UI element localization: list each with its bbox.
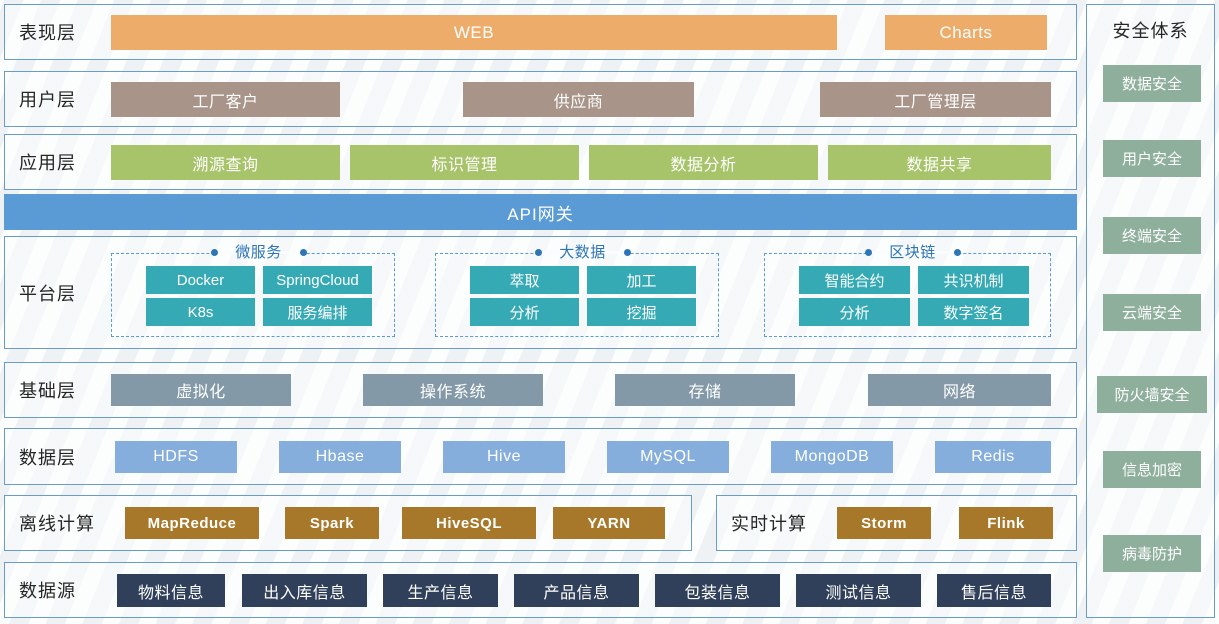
platform-block-digital-signature[interactable]: 数字签名 — [918, 298, 1029, 326]
platform-block-smart-contract[interactable]: 智能合约 — [799, 266, 910, 294]
layer-label-presentation: 表现层 — [19, 23, 76, 43]
block-mysql[interactable]: MySQL — [607, 441, 729, 473]
platform-group-blockchain: 智能合约 共识机制 分析 数字签名 — [764, 253, 1051, 337]
layer-label-data: 数据层 — [19, 447, 76, 468]
offline-compute-blocks: MapReduce Spark HiveSQL YARN — [125, 496, 691, 550]
security-item-user[interactable]: 用户安全 — [1103, 140, 1201, 177]
layer-row-platform: 平台层 Docker SpringCloud K8s 服务编排 微服务 萃取 加… — [4, 236, 1077, 349]
layer-blocks-platform: Docker SpringCloud K8s 服务编排 微服务 萃取 加工 分析… — [111, 237, 1076, 348]
block-storm[interactable]: Storm — [837, 507, 931, 539]
block-product-info[interactable]: 产品信息 — [514, 574, 639, 607]
block-hive[interactable]: Hive — [443, 441, 565, 473]
platform-group-microservices: Docker SpringCloud K8s 服务编排 — [111, 253, 395, 337]
block-warehouse-info[interactable]: 出入库信息 — [242, 574, 367, 607]
security-item-encryption[interactable]: 信息加密 — [1103, 451, 1201, 488]
block-web[interactable]: WEB — [111, 15, 837, 50]
platform-block-service-orchestration[interactable]: 服务编排 — [263, 298, 372, 326]
block-hdfs[interactable]: HDFS — [115, 441, 237, 473]
block-redis[interactable]: Redis — [935, 441, 1051, 473]
platform-group-title-bigdata: 大数据 — [559, 244, 606, 261]
block-charts[interactable]: Charts — [885, 15, 1047, 50]
layer-row-presentation: 表现层 WEB Charts — [4, 4, 1077, 60]
platform-group-title-microservices: 微服务 — [235, 244, 282, 261]
block-flink[interactable]: Flink — [959, 507, 1053, 539]
layer-label-platform: 平台层 — [19, 283, 76, 304]
block-trace-query[interactable]: 溯源查询 — [111, 145, 340, 180]
security-item-cloud[interactable]: 云端安全 — [1103, 294, 1201, 331]
layer-blocks-infrastructure: 虚拟化 操作系统 存储 网络 — [111, 363, 1076, 417]
security-item-terminal[interactable]: 终端安全 — [1103, 217, 1201, 254]
block-virtualization[interactable]: 虚拟化 — [111, 374, 291, 406]
platform-block-consensus[interactable]: 共识机制 — [918, 266, 1029, 294]
api-gateway-bar[interactable]: API网关 — [4, 194, 1077, 230]
platform-group-dot-left-microservices — [211, 249, 218, 256]
block-data-analysis[interactable]: 数据分析 — [589, 145, 818, 180]
block-test-info[interactable]: 测试信息 — [796, 574, 921, 607]
platform-block-k8s[interactable]: K8s — [146, 298, 255, 326]
platform-group-dot-right-bigdata — [624, 249, 631, 256]
platform-block-docker[interactable]: Docker — [146, 266, 255, 294]
block-factory-customer[interactable]: 工厂客户 — [111, 82, 340, 117]
platform-group-dot-right-microservices — [300, 249, 307, 256]
platform-block-mine[interactable]: 挖掘 — [587, 298, 696, 326]
layer-label-infrastructure: 基础层 — [19, 381, 76, 401]
offline-compute-label: 离线计算 — [19, 514, 95, 534]
layer-row-user: 用户层 工厂客户 供应商 工厂管理层 — [4, 71, 1077, 127]
block-hivesql[interactable]: HiveSQL — [402, 507, 536, 539]
security-item-firewall[interactable]: 防火墙安全 — [1097, 376, 1207, 413]
layer-blocks-application: 溯源查询 标识管理 数据分析 数据共享 — [111, 135, 1076, 189]
block-aftersales-info[interactable]: 售后信息 — [937, 574, 1051, 607]
block-identity-management[interactable]: 标识管理 — [350, 145, 579, 180]
block-hbase[interactable]: Hbase — [279, 441, 401, 473]
block-operating-system[interactable]: 操作系统 — [363, 374, 543, 406]
platform-block-blockchain-analyze[interactable]: 分析 — [799, 298, 910, 326]
layer-blocks-data: HDFS Hbase Hive MySQL MongoDB Redis — [111, 429, 1076, 484]
block-factory-management[interactable]: 工厂管理层 — [820, 82, 1051, 117]
platform-group-title-blockchain: 区块链 — [889, 244, 936, 261]
layer-blocks-datasource: 物料信息 出入库信息 生产信息 产品信息 包装信息 测试信息 售后信息 — [111, 563, 1076, 617]
block-material-info[interactable]: 物料信息 — [117, 574, 225, 607]
platform-group-microservices-gap — [214, 251, 303, 254]
platform-group-blockchain-gap — [868, 251, 957, 254]
block-spark[interactable]: Spark — [285, 507, 379, 539]
security-item-antivirus[interactable]: 病毒防护 — [1103, 535, 1201, 572]
block-network[interactable]: 网络 — [868, 374, 1051, 406]
block-data-sharing[interactable]: 数据共享 — [828, 145, 1051, 180]
block-production-info[interactable]: 生产信息 — [383, 574, 498, 607]
realtime-compute-frame: 实时计算 Storm Flink — [716, 495, 1077, 551]
layer-blocks-user: 工厂客户 供应商 工厂管理层 — [111, 72, 1076, 126]
realtime-compute-blocks: Storm Flink — [837, 496, 1076, 550]
block-mapreduce[interactable]: MapReduce — [125, 507, 259, 539]
platform-block-process[interactable]: 加工 — [587, 266, 696, 294]
api-gateway-label: API网关 — [507, 204, 574, 224]
layer-row-datasource: 数据源 物料信息 出入库信息 生产信息 产品信息 包装信息 测试信息 售后信息 — [4, 562, 1077, 618]
layer-label-datasource: 数据源 — [19, 581, 76, 601]
layer-row-application: 应用层 溯源查询 标识管理 数据分析 数据共享 — [4, 134, 1077, 190]
platform-group-bigdata-gap — [538, 251, 627, 254]
platform-group-dot-left-blockchain — [865, 249, 872, 256]
platform-block-springcloud[interactable]: SpringCloud — [263, 266, 372, 294]
block-yarn[interactable]: YARN — [553, 507, 665, 539]
block-mongodb[interactable]: MongoDB — [771, 441, 893, 473]
platform-group-dot-left-bigdata — [535, 249, 542, 256]
layer-row-infrastructure: 基础层 虚拟化 操作系统 存储 网络 — [4, 362, 1077, 418]
platform-block-extract[interactable]: 萃取 — [470, 266, 579, 294]
layer-label-user: 用户层 — [19, 90, 76, 110]
block-supplier[interactable]: 供应商 — [463, 82, 694, 117]
security-panel: 安全体系 数据安全 用户安全 终端安全 云端安全 防火墙安全 信息加密 病毒防护 — [1086, 4, 1215, 618]
platform-group-bigdata: 萃取 加工 分析 挖掘 — [435, 253, 719, 337]
layer-blocks-presentation: WEB Charts — [111, 5, 1076, 59]
offline-compute-frame: 离线计算 MapReduce Spark HiveSQL YARN — [4, 495, 692, 551]
realtime-compute-label: 实时计算 — [731, 514, 807, 534]
security-item-data[interactable]: 数据安全 — [1103, 65, 1201, 102]
layer-label-application: 应用层 — [19, 153, 76, 173]
security-panel-title: 安全体系 — [1112, 21, 1189, 41]
block-storage[interactable]: 存储 — [615, 374, 795, 406]
layer-row-data: 数据层 HDFS Hbase Hive MySQL MongoDB Redis — [4, 428, 1077, 485]
platform-block-analyze[interactable]: 分析 — [470, 298, 579, 326]
block-packaging-info[interactable]: 包装信息 — [655, 574, 780, 607]
platform-group-dot-right-blockchain — [954, 249, 961, 256]
